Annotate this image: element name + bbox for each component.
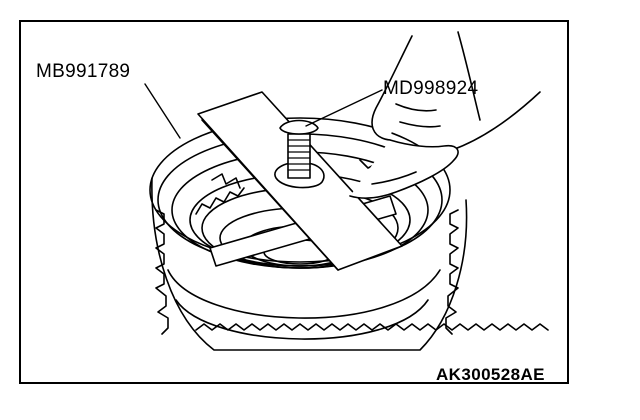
figure-id-label: AK300528AE — [436, 365, 545, 384]
leader-lines — [144, 83, 383, 139]
label-md998924: MD998924 — [383, 78, 479, 99]
bolt-tool — [274, 119, 325, 189]
label-mb991789: MB991789 — [36, 61, 131, 82]
leader-mb991789 — [144, 83, 181, 139]
hand-illustration — [349, 31, 541, 199]
clutch-drum — [149, 117, 549, 351]
leader-md998924 — [305, 89, 383, 127]
